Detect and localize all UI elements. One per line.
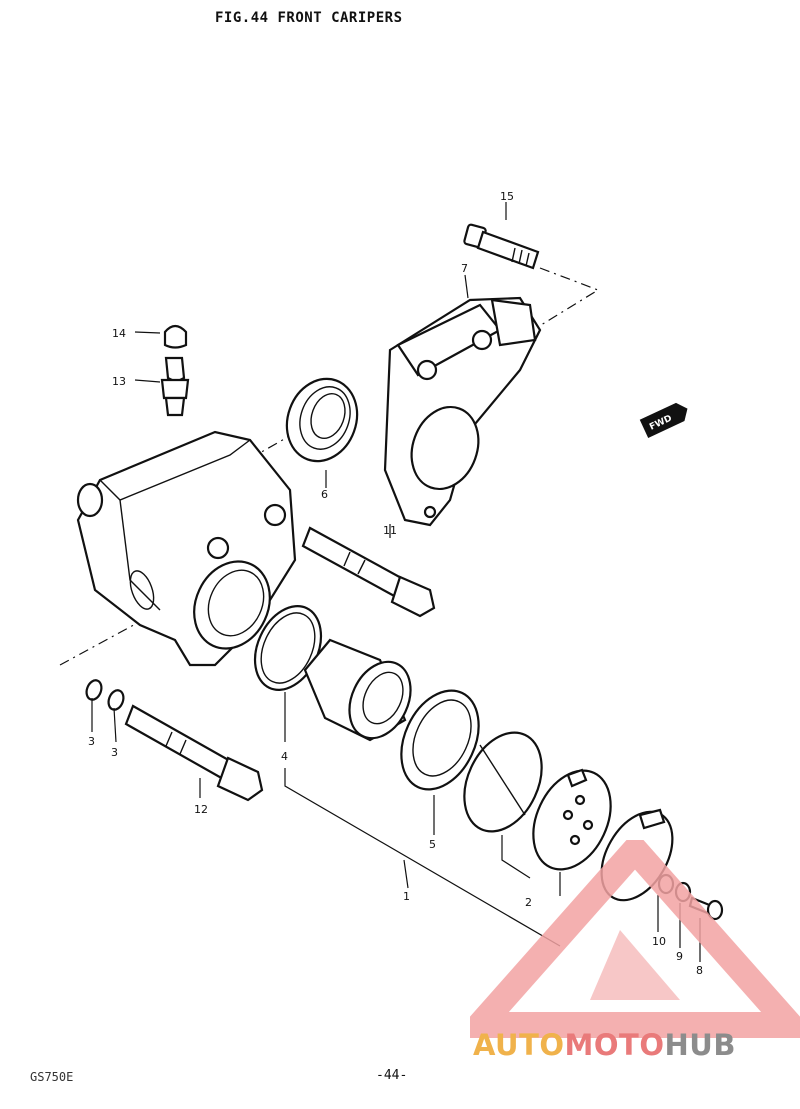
watermark-logo-icon — [470, 840, 800, 1038]
boot-5 — [400, 689, 480, 791]
part-label-13: 13 — [112, 375, 126, 388]
part-label-15: 15 — [500, 190, 514, 203]
page-number: -44- — [376, 1068, 408, 1083]
pin-12 — [124, 704, 264, 802]
bracket-7 — [383, 296, 542, 527]
watermark-part-auto: AUTO — [473, 1028, 565, 1062]
fwd-arrow-icon: FWD — [639, 402, 688, 438]
leader-lines — [91, 202, 701, 962]
cap-14 — [163, 324, 188, 349]
part-label-6: 6 — [321, 488, 328, 501]
watermark-part-moto: MOTO — [564, 1028, 665, 1062]
pad-b — [532, 768, 612, 871]
part-label-7: 7 — [461, 262, 468, 275]
part-label-3a: 3 — [88, 735, 95, 748]
bolt-15 — [463, 223, 540, 270]
part-label-1: 1 — [403, 890, 410, 903]
part-label-12: 12 — [194, 803, 208, 816]
seal-6 — [285, 377, 359, 463]
part-label-5: 5 — [429, 838, 436, 851]
part-label-11: 11 — [383, 524, 397, 537]
o-ring-3b — [107, 689, 125, 711]
part-label-4: 4 — [281, 750, 288, 763]
bleeder-13 — [160, 356, 190, 417]
watermark-text: AUTOMOTOHUB — [473, 1028, 736, 1062]
figure-title: FIG.44 FRONT CARIPERS — [215, 10, 403, 26]
part-label-14: 14 — [112, 327, 126, 340]
part-label-9: 9 — [676, 950, 683, 963]
piston — [303, 638, 412, 742]
model-code: GS750E — [30, 1070, 74, 1084]
pad-a — [463, 731, 543, 833]
part-label-2: 2 — [525, 896, 532, 909]
caliper-body — [76, 430, 297, 667]
watermark-part-hub: HUB — [664, 1028, 736, 1062]
part-label-3b: 3 — [111, 746, 118, 759]
pin-11 — [301, 526, 436, 618]
part-label-8: 8 — [696, 964, 703, 977]
o-ring-3a — [85, 679, 103, 701]
part-label-10: 10 — [652, 935, 666, 948]
